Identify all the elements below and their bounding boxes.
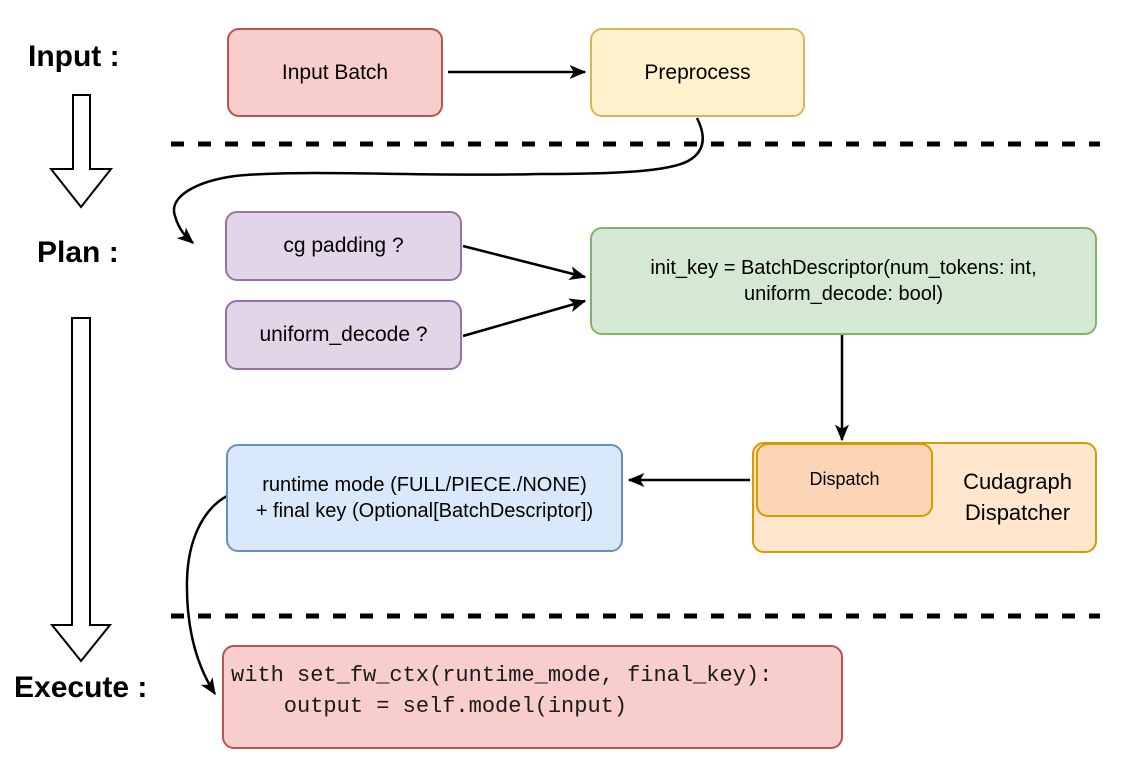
node-dispatch-label: Dispatch	[809, 469, 880, 490]
node-input-batch-label: Input Batch	[281, 60, 389, 84]
node-preprocess: Preprocess	[590, 28, 805, 117]
node-runtime-mode-line1: runtime mode (FULL/PIECE./NONE)	[262, 473, 587, 496]
stage-label-execute: Execute :	[14, 671, 148, 704]
block-arrow-plan-to-execute	[49, 317, 113, 663]
node-init-key: init_key = BatchDescriptor(num_tokens: i…	[590, 227, 1097, 335]
stage-label-input: Input :	[28, 40, 120, 73]
node-cg-padding-label: cg padding ?	[283, 234, 404, 258]
node-uniform-decode: uniform_decode ?	[225, 300, 462, 370]
arrow-uniformdecode-to-initkey	[462, 298, 587, 338]
node-init-key-line1: init_key = BatchDescriptor(num_tokens: i…	[650, 256, 1037, 279]
node-preprocess-label: Preprocess	[644, 60, 751, 84]
node-cg-padding: cg padding ?	[225, 211, 462, 281]
node-dispatch: Dispatch	[756, 443, 933, 517]
node-cudagraph-dispatcher-line1: Cudagraph	[963, 468, 1072, 494]
block-arrow-input-to-plan	[48, 94, 114, 209]
node-cudagraph-dispatcher-line2: Dispatcher	[964, 499, 1071, 525]
node-execute-code-line1: with set_fw_ctx(runtime_mode, final_key)…	[231, 663, 773, 688]
node-runtime-mode: runtime mode (FULL/PIECE./NONE) + final …	[226, 444, 623, 552]
node-uniform-decode-label: uniform_decode ?	[259, 323, 428, 347]
arrow-cgpadding-to-initkey	[462, 244, 587, 280]
node-execute-code-line2: output = self.model(input)	[231, 694, 628, 719]
arrow-runtimemode-to-executecode	[185, 494, 228, 696]
node-runtime-mode-line2: + final key (Optional[BatchDescriptor])	[255, 500, 594, 522]
node-init-key-line2: uniform_decode: bool)	[743, 283, 943, 305]
node-cudagraph-dispatcher-label: Cudagraph Dispatcher	[936, 444, 1099, 551]
node-execute-code: with set_fw_ctx(runtime_mode, final_key)…	[222, 645, 843, 749]
node-input-batch: Input Batch	[227, 28, 443, 117]
stage-label-plan: Plan :	[37, 236, 119, 269]
